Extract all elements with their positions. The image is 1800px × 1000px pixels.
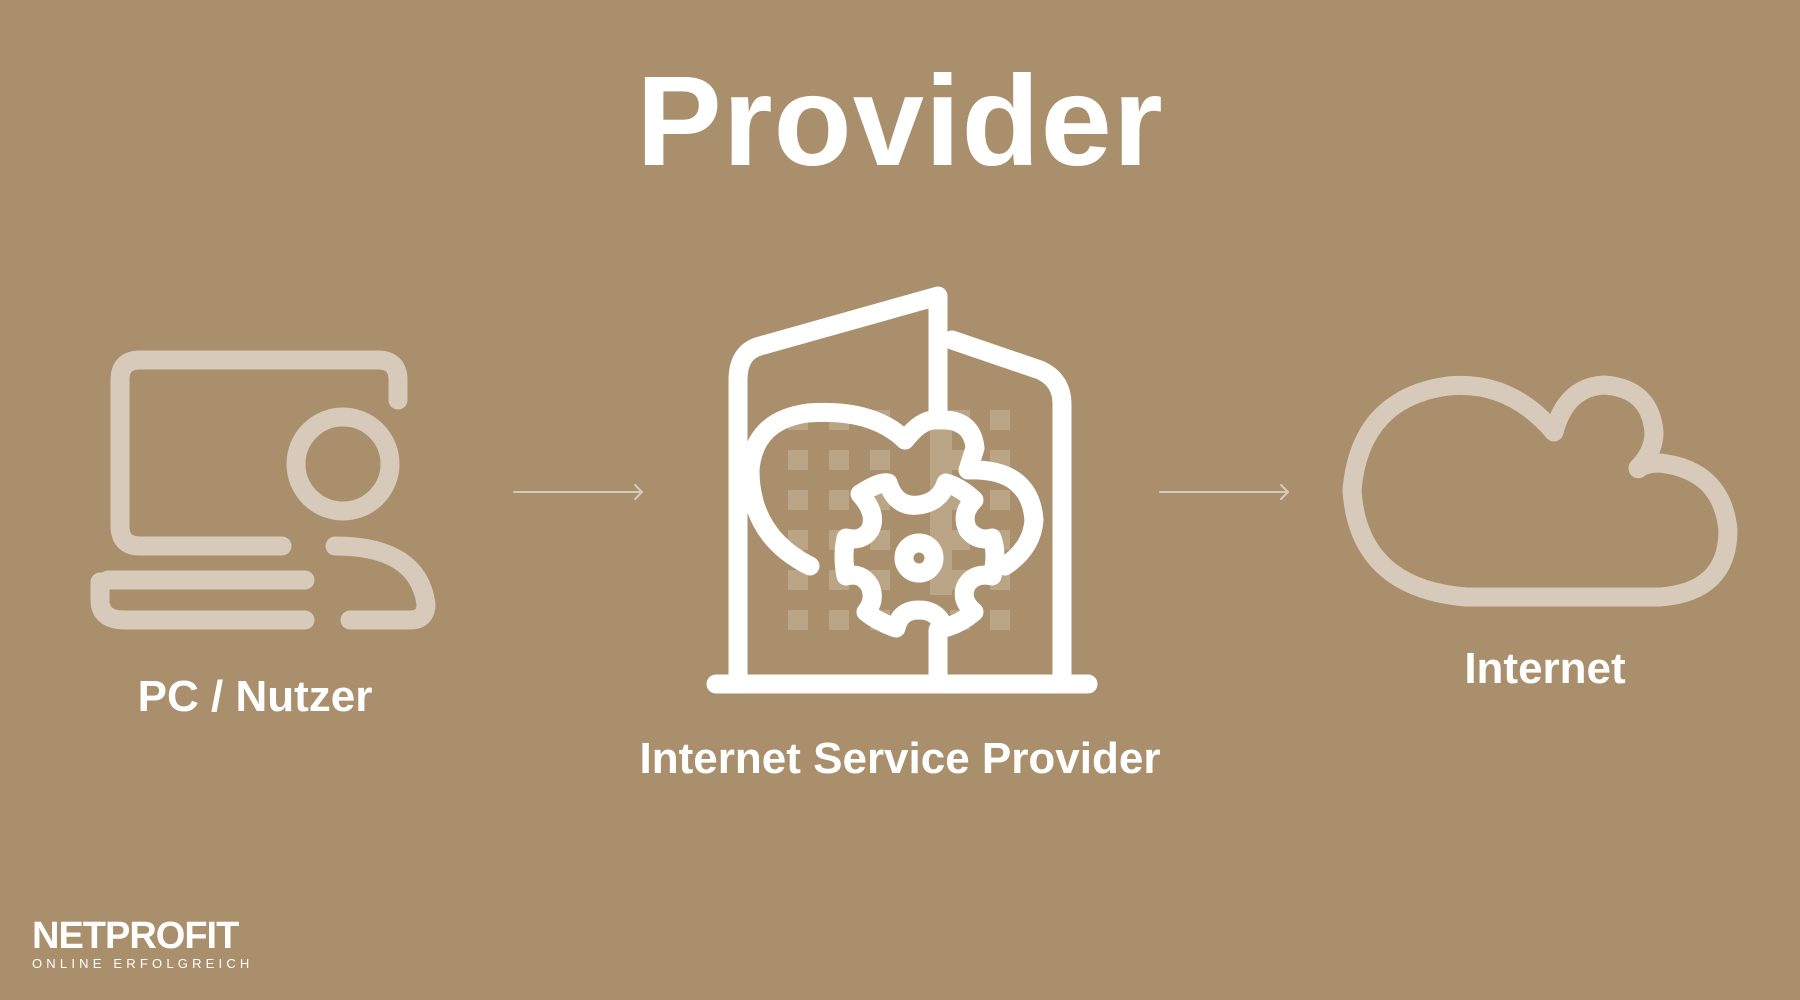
pc-user-label: PC / Nutzer [137,672,373,721]
isp-label: Internet Service Provider [639,734,1161,783]
isp-building-gear-icon [706,286,1098,694]
arrow-right-icon [513,484,644,500]
pc-user-icon [90,350,436,630]
netprofit-logo: NETPROFIT ONLINE ERFOLGREICH [32,916,254,972]
arrow-right-icon [1159,484,1290,500]
cloud-icon [1342,375,1738,607]
logo-tagline: ONLINE ERFOLGREICH [32,956,254,971]
logo-name: NETPROFIT [32,915,239,957]
internet-label: Internet [1464,644,1626,693]
page-title: Provider [636,50,1164,193]
